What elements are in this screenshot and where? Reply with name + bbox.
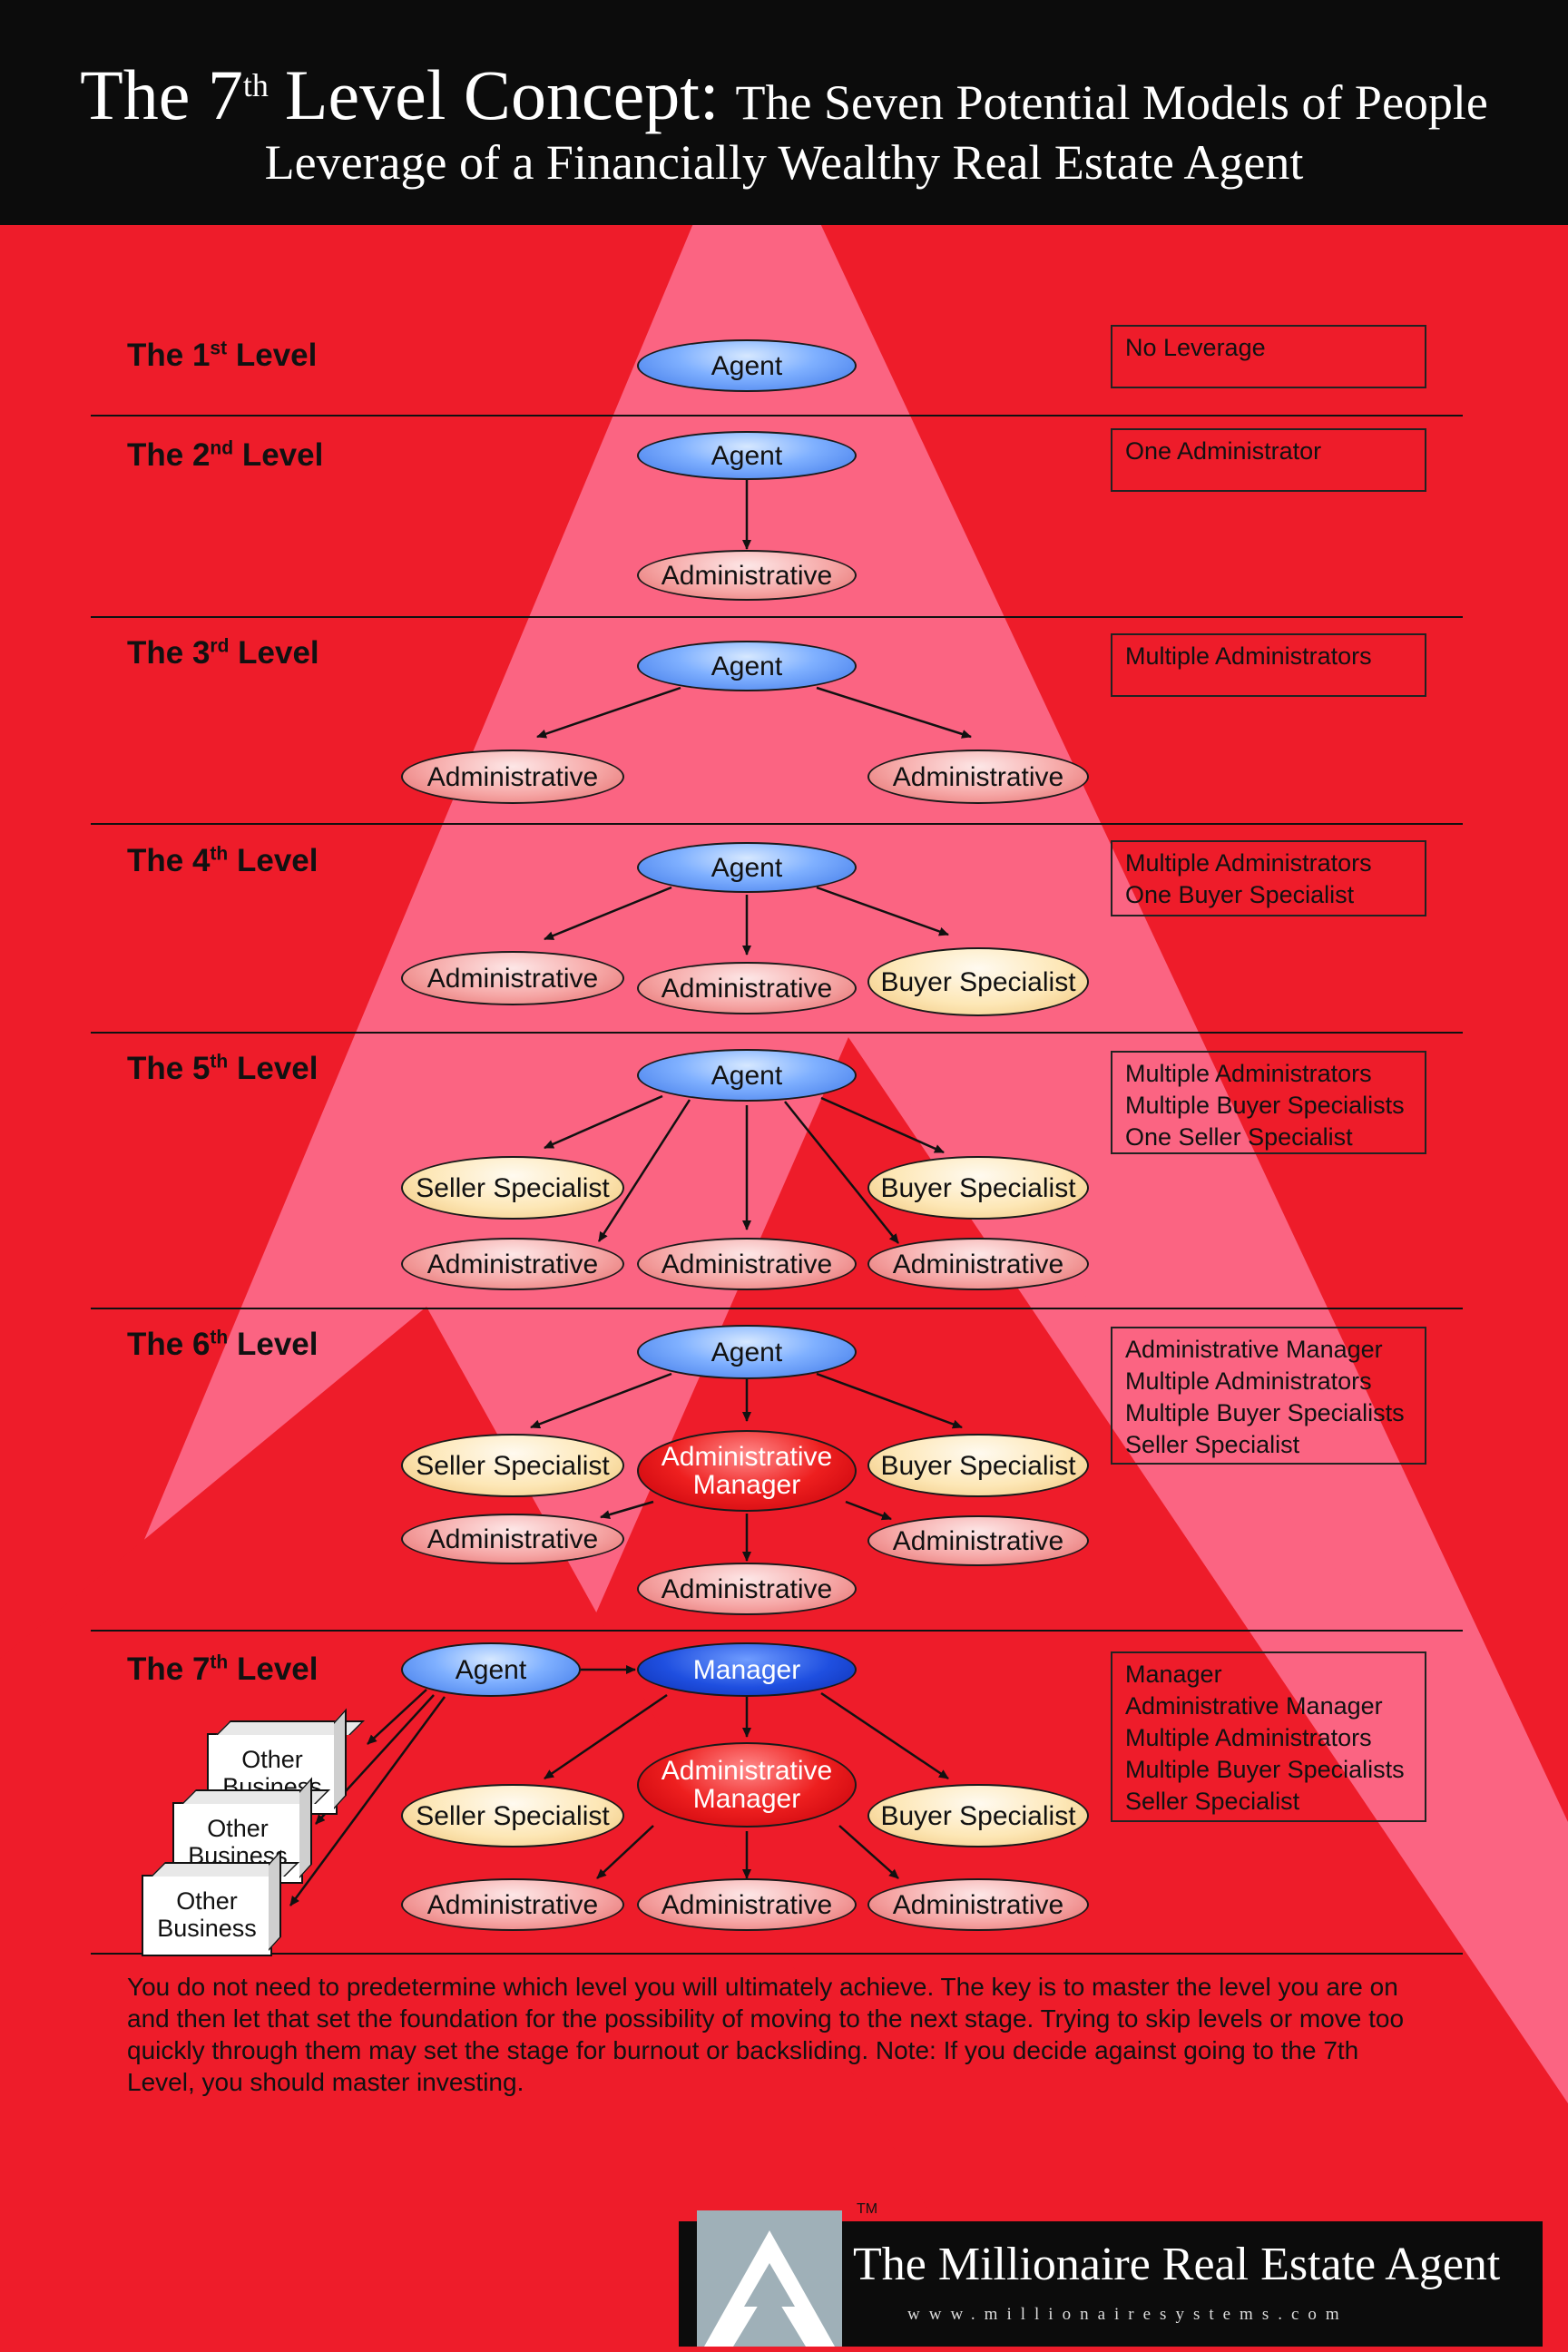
administrative-node: Administrative <box>637 1878 857 1931</box>
administrative-node: Administrative <box>637 1563 857 1615</box>
level-divider <box>91 1308 1463 1309</box>
buyer-specialist-node: Buyer Specialist <box>867 1784 1089 1847</box>
administrative-manager-node: Administrative Manager <box>637 1742 857 1828</box>
other-business-box: Other Business <box>142 1875 272 1956</box>
administrative-manager-node: Administrative Manager <box>637 1430 857 1512</box>
administrative-node: Administrative <box>637 962 857 1014</box>
page-title: The 7th Level Concept: The Seven Potenti… <box>80 55 1488 134</box>
level-1-label: The 1st Level <box>127 338 318 373</box>
level-7-label: The 7th Level <box>127 1651 318 1687</box>
brand-name: The Millionaire Real Estate Agent <box>853 2239 1501 2290</box>
level-divider <box>91 1032 1463 1034</box>
seller-specialist-node: Seller Specialist <box>401 1156 624 1220</box>
buyer-specialist-node: Buyer Specialist <box>867 947 1089 1016</box>
level-divider <box>91 415 1463 416</box>
level-divider <box>91 823 1463 825</box>
level-divider <box>91 1953 1463 1955</box>
manager-node: Manager <box>637 1642 857 1697</box>
level-3-label: The 3rd Level <box>127 635 319 671</box>
footer-note: You do not need to predetermine which le… <box>127 1973 1405 2096</box>
agent-node: Agent <box>637 1049 857 1102</box>
agent-node: Agent <box>637 1325 857 1379</box>
leverage-box-level-2: One Administrator <box>1111 428 1426 492</box>
header-banner: The 7th Level Concept: The Seven Potenti… <box>0 0 1568 225</box>
administrative-node: Administrative <box>637 550 857 601</box>
level-divider <box>91 616 1463 618</box>
agent-node: Agent <box>637 641 857 691</box>
administrative-node: Administrative <box>401 951 624 1005</box>
administrative-node: Administrative <box>867 750 1089 804</box>
administrative-node: Administrative <box>401 1514 624 1564</box>
administrative-node: Administrative <box>867 1238 1089 1290</box>
buyer-specialist-node: Buyer Specialist <box>867 1434 1089 1497</box>
administrative-node: Administrative <box>867 1878 1089 1931</box>
agent-node: Agent <box>637 431 857 480</box>
administrative-node: Administrative <box>867 1515 1089 1566</box>
trademark-mark: TM <box>857 2201 878 2217</box>
administrative-node: Administrative <box>401 1878 624 1931</box>
agent-node: Agent <box>401 1642 581 1697</box>
agent-node: Agent <box>637 339 857 392</box>
seller-specialist-node: Seller Specialist <box>401 1784 624 1847</box>
seller-specialist-node: Seller Specialist <box>401 1434 624 1497</box>
brand-url: www.millionairesystems.com <box>907 2305 1348 2324</box>
administrative-node: Administrative <box>401 1238 624 1290</box>
agent-node: Agent <box>637 842 857 893</box>
buyer-specialist-node: Buyer Specialist <box>867 1156 1089 1220</box>
level-divider <box>91 1630 1463 1632</box>
level-2-label: The 2nd Level <box>127 437 324 473</box>
page-subtitle: Leverage of a Financially Wealthy Real E… <box>264 135 1304 190</box>
level-6-label: The 6th Level <box>127 1327 318 1362</box>
administrative-node: Administrative <box>637 1238 857 1290</box>
right-lower-edge <box>848 1037 1568 2103</box>
leverage-box-level-1: No Leverage <box>1111 325 1426 388</box>
administrative-node: Administrative <box>401 750 624 804</box>
level-5-label: The 5th Level <box>127 1051 318 1086</box>
mountain-logo-icon <box>697 2210 842 2347</box>
leverage-box-level-3: Multiple Administrators <box>1111 633 1426 697</box>
level-4-label: The 4th Level <box>127 843 318 878</box>
